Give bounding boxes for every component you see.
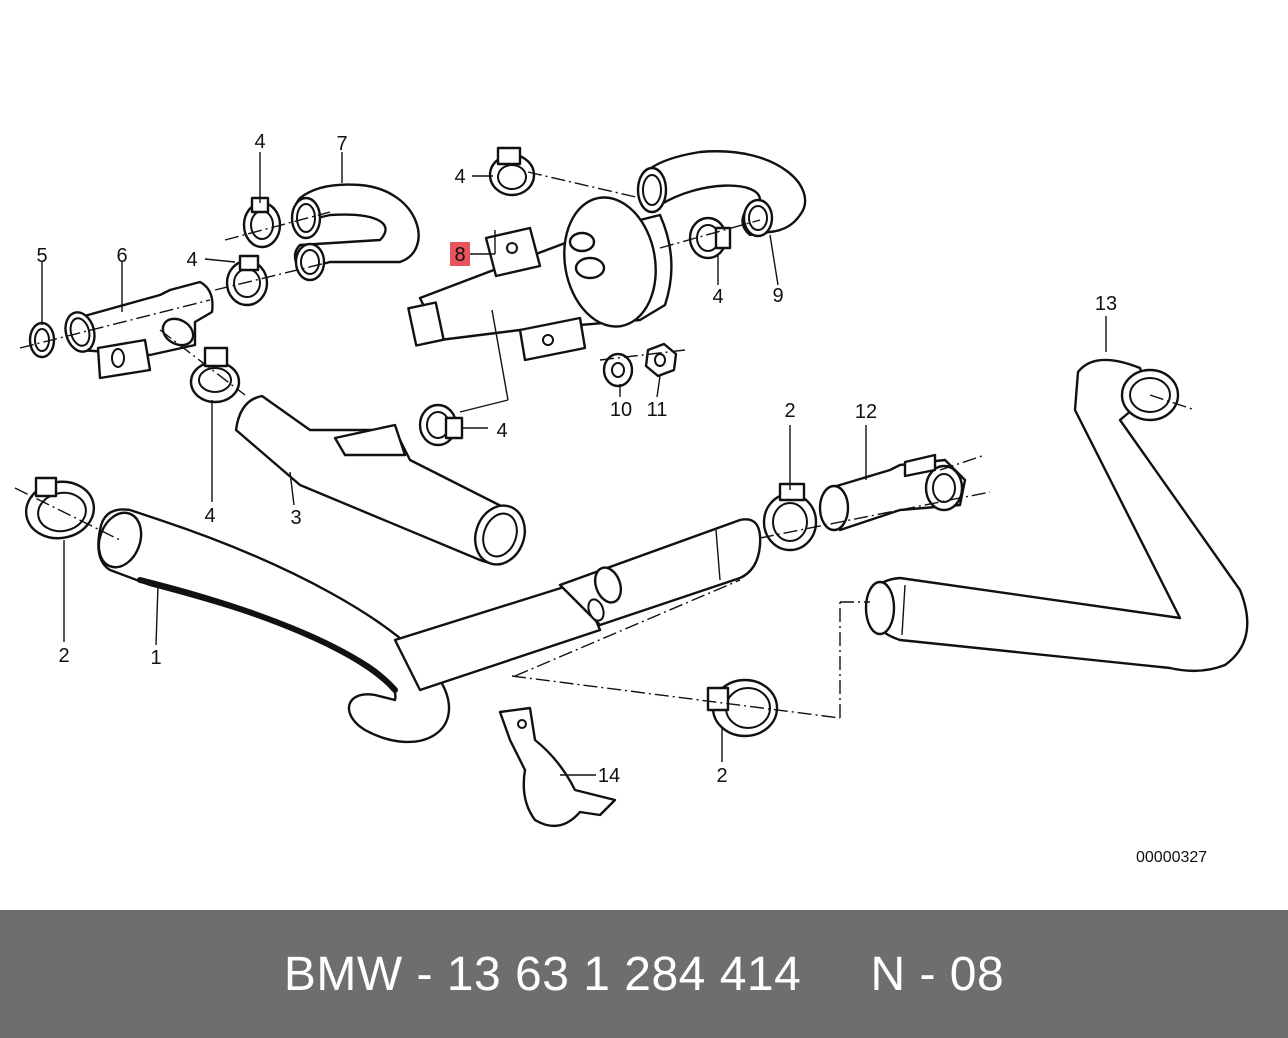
callout-9: 9 [772,285,783,307]
callout-4-right-valve: 4 [712,286,723,308]
valve-part-8 [407,196,673,362]
clamp-part-2-bottom [706,678,779,738]
callout-2-left: 2 [58,645,69,667]
clamp-part-2-mid [762,482,818,552]
callout-5: 5 [36,245,47,267]
callout-4-bottom-left: 4 [204,505,215,527]
callout-6: 6 [116,245,127,267]
callout-2-mid: 2 [784,400,795,422]
callout-14: 14 [598,765,620,787]
hose-part-9 [636,150,807,238]
callout-8: 8 [454,244,465,266]
callout-4-lower-valve: 4 [496,420,507,442]
assembly-lines [14,171,1196,719]
clamps [24,146,818,738]
callout-10: 10 [610,399,632,421]
callout-13: 13 [1095,293,1117,315]
parts-diagram: 1 2 2 2 3 4 4 4 4 4 4 5 6 7 8 9 10 11 12… [14,131,1249,866]
clamp-part-4-e [688,216,732,260]
clamp-part-4-f [418,403,464,447]
hose-middle [558,518,762,627]
washer-part-10 [602,352,634,388]
hose-part-13 [864,358,1249,673]
clamp-part-4-a [242,196,282,249]
part-number-text: BMW - 13 63 1 284 414 N - 08 [283,947,1005,1001]
clamp-part-4-b [225,254,269,307]
part-number-footer: BMW - 13 63 1 284 414 N - 08 [0,910,1288,1038]
oring-part-5 [28,321,56,359]
callout-2-bottom: 2 [716,765,727,787]
callout-3: 3 [290,507,301,529]
hose-part-3 [234,394,526,566]
hose-part-1 [97,508,602,744]
callout-12: 12 [855,401,877,423]
clamp-part-4-d [488,146,536,197]
bracket-part-14 [498,706,617,828]
clamp-part-4-c [189,346,241,404]
callout-11: 11 [647,399,668,421]
callout-4-top-left: 4 [254,131,265,153]
document-number: 00000327 [1136,849,1207,866]
connector-part-12 [818,453,967,532]
callout-7: 7 [336,133,347,155]
callout-4-top-valve: 4 [454,166,465,188]
tpiece-part-6 [64,280,214,380]
callout-8-highlight [450,242,470,266]
hose-part-7 [290,183,420,282]
nut-part-11 [644,342,678,378]
callout-4-mid-left: 4 [186,249,197,271]
callout-1: 1 [150,647,161,669]
callouts: 1 2 2 2 3 4 4 4 4 4 4 5 6 7 8 9 10 11 12… [36,131,1117,787]
leader-lines [41,152,1107,776]
